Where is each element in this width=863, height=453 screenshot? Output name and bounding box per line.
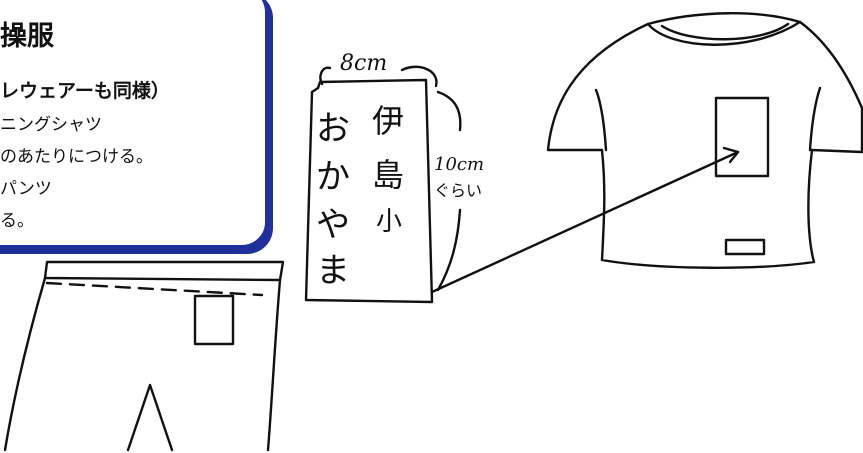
height-bracket-bottom [436, 208, 462, 292]
callout-line-1: ニングシャツ [0, 115, 102, 135]
height-label-1: 10cm [434, 154, 484, 175]
pointer-arrowhead [722, 146, 740, 164]
width-bracket-left [319, 66, 332, 86]
school-char-3: 小 [376, 207, 402, 237]
instruction-callout [0, 0, 268, 248]
tshirt-collar-inner [660, 22, 790, 41]
callout-line-3: パンツ [0, 179, 52, 199]
pants-crotch [126, 383, 174, 452]
pants-waistband [43, 260, 285, 282]
callout-title: 操服 [0, 21, 54, 52]
school-char-1: 伊 [372, 102, 404, 140]
callout-line-2: のあたりにつける。 [0, 147, 153, 167]
tshirt-nametag-patch [714, 96, 770, 178]
name-char-4: ま [316, 251, 350, 291]
callout-line-4: る。 [0, 211, 34, 231]
pants-right-outline [266, 278, 282, 452]
pointer-line [430, 150, 740, 294]
pants-nametag-patch [193, 294, 235, 346]
height-bracket-top [436, 90, 462, 132]
school-char-2: 島 [372, 156, 404, 194]
tshirt-drawing [546, 12, 863, 269]
width-bracket-right [400, 65, 438, 88]
pants-drawing [3, 260, 285, 452]
tshirt-bottom-tag [724, 238, 766, 256]
tshirt-left-sleeve-seam [594, 88, 608, 152]
tshirt-collar [646, 20, 802, 46]
pants-fold-line [45, 281, 264, 297]
nametag-text: 8cm 10cm ぐらい 伊 島 小 お か や ま [316, 51, 484, 291]
tshirt-right-sleeve-seam [808, 86, 822, 152]
name-char-3: や [316, 205, 350, 245]
width-label: 8cm [340, 51, 387, 76]
callout-subtitle: レウェアーも同様） [0, 80, 170, 102]
name-char-1: お [316, 109, 350, 149]
height-label-2: ぐらい [434, 181, 482, 200]
nametag-drawing [304, 65, 740, 304]
tshirt-outline [546, 12, 863, 269]
name-char-2: か [316, 157, 350, 197]
pants-left-outline [3, 276, 47, 452]
